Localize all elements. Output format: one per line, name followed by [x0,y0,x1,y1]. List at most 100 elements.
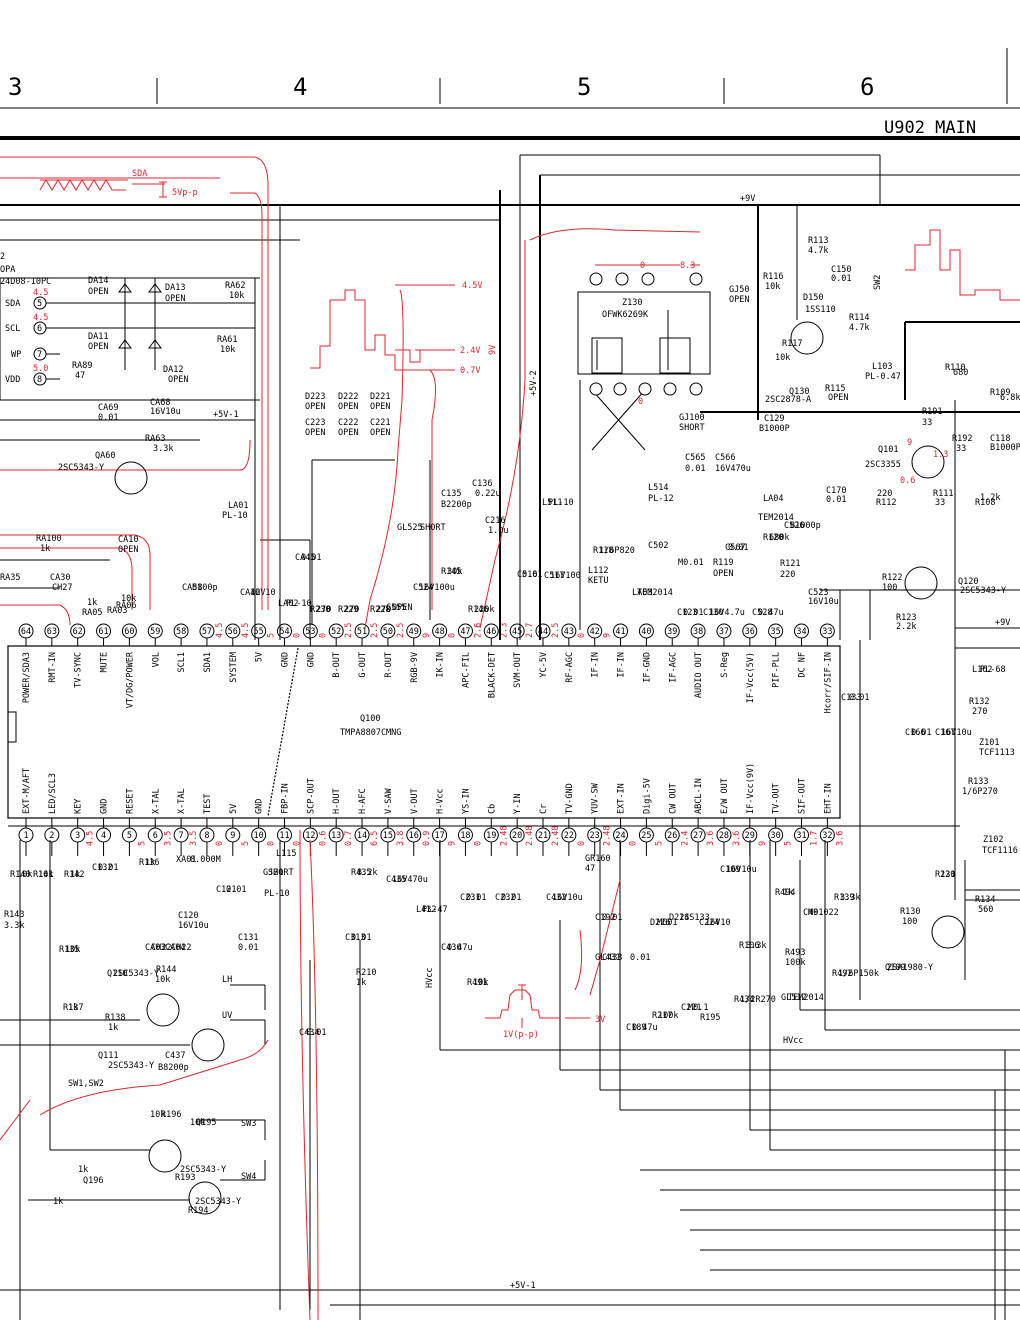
red-traces [0,156,1020,1320]
ic-top-pins: 64POWER/SDA363RMT-IN62TV-SYNC61MUTE60VT/… [18,623,835,713]
ic-pin-30 [768,827,784,843]
part-ref: 0.01 [98,863,118,873]
part-ref: R139 [834,893,854,903]
ic-pin-number: 30 [771,831,781,841]
ic-pin-52 [328,623,344,639]
ic-pin-label: GND [306,652,316,667]
part-ref: C224 [699,918,719,928]
pin-voltage: 3.5 [189,831,199,846]
part-ref: R195 [700,1013,720,1023]
ic-pin-61 [96,623,112,639]
part-ref: 100k [658,1011,678,1021]
pin-voltage: 2.6 [473,623,483,638]
part-ref: RA100 [36,534,62,544]
part-ref: 1/2R270 [740,995,776,1005]
pin-voltage: 2.5 [344,623,354,638]
pin-voltage: 4.5 [215,623,225,638]
part-ref: L511 [542,498,562,508]
part-ref: R493 [785,948,805,958]
part-ref: 1/6P150k [838,969,879,979]
part-ref: C167 [935,728,955,738]
ic-pin-number: 1 [23,831,28,841]
ic-pin-56 [225,623,241,639]
ic-pin-label: Digi-5V [642,778,652,814]
part-ref: 16V470u [392,875,428,885]
part-ref: C435 [386,875,406,885]
ic-pin-label: H-AFC [358,788,368,814]
part-ref: 0.01 [226,885,246,895]
part-ref: 1k [87,598,97,608]
part-ref: C523 [808,588,828,598]
part-ref: 1k [108,1023,118,1033]
ic-pin-number: 37 [719,627,729,637]
part-ref: 1k [70,870,80,880]
ic-pin-label: DC NF [798,652,808,678]
ic-pin-21 [535,827,551,843]
part-ref: 1k [78,1165,88,1175]
part-ref: GL431 [595,953,621,963]
pin-voltage: 0 [448,633,458,638]
ic-pin-label: LED/SCL3 [48,773,58,814]
ic-pin-number: 54 [279,627,289,637]
part-ref: 1k [783,888,793,898]
ic-pin-label: YC-5V [539,652,549,678]
part-ref: 16V470u [715,464,751,474]
ic-pin-number: 34 [796,627,806,637]
part-ref: R140 [10,870,30,880]
part-ref: R132 [969,697,989,707]
part-ref: D226 [650,918,670,928]
ic-pin-number: 10 [254,831,264,841]
part-ref: 3.3k [4,921,24,931]
part-ref: D150 [803,293,823,303]
pin-voltage: 2.4 [680,831,690,846]
part-ref: CA58 [182,583,202,593]
ic-pin-label: V-SAW [384,788,394,814]
part-ref: C555 [386,603,406,613]
part-ref: 1k [145,858,155,868]
ic-pin-label: Hcorr/SIF-IN [823,652,833,713]
part-ref: DA14 [88,276,108,286]
eeprom-v3: 5.0 [33,364,48,374]
ic-pin-label: RGB-9V [410,652,420,683]
pin-voltage: 4.5 [241,623,251,638]
part-ref: 270 [376,605,391,615]
ic-pin-label: X-TAL [151,788,161,814]
part-ref: 47 [75,371,85,381]
pin-voltage: 9 [422,633,432,638]
v24-label: 2.4V [460,346,480,356]
ic-pin-number: 44 [538,627,548,637]
ic-pin-label: IF-Vcc(5V) [746,652,756,703]
part-ref: R136 [139,858,159,868]
ic-pin-19 [483,827,499,843]
ic-pin-64 [18,623,34,639]
part-ref: OPEN [168,375,188,385]
ic-pin-label: IF-IN [591,652,601,678]
lh-label: LH [222,975,232,985]
ic-pin-3 [70,827,86,843]
part-ref: DA13 [165,283,185,293]
part-ref: 16V10u [552,893,583,903]
ic-pin-label: KEY [74,799,84,814]
pin-voltage: 5 [241,841,251,846]
part-ref: B100p [192,583,218,593]
ic-pin-label: TV-OUT [772,783,782,814]
sw12-label: SW1,SW2 [68,1079,104,1089]
part-ref: R130 [900,907,920,917]
ic-pin-8 [199,827,215,843]
part-ref: C118 [990,434,1010,444]
part-ref: R194 [188,1206,208,1216]
v83-label: 8.3 [680,261,695,271]
part-ref: C434 [299,1028,319,1038]
ic-pin-32 [819,827,835,843]
ic-pin-number: 24 [615,831,625,841]
ic-pin-label: POWER/SDA3 [22,652,32,703]
ic-pin-label: 5V [255,652,265,662]
ic-pin-42 [587,623,603,639]
part-ref: QA60 [95,451,115,461]
part-ref: C491 [803,908,823,918]
ic-pin-label: GND [100,799,110,814]
part-ref: R138 [105,1013,125,1023]
pin-voltage: 0 [577,633,587,638]
z130-block [577,272,711,451]
